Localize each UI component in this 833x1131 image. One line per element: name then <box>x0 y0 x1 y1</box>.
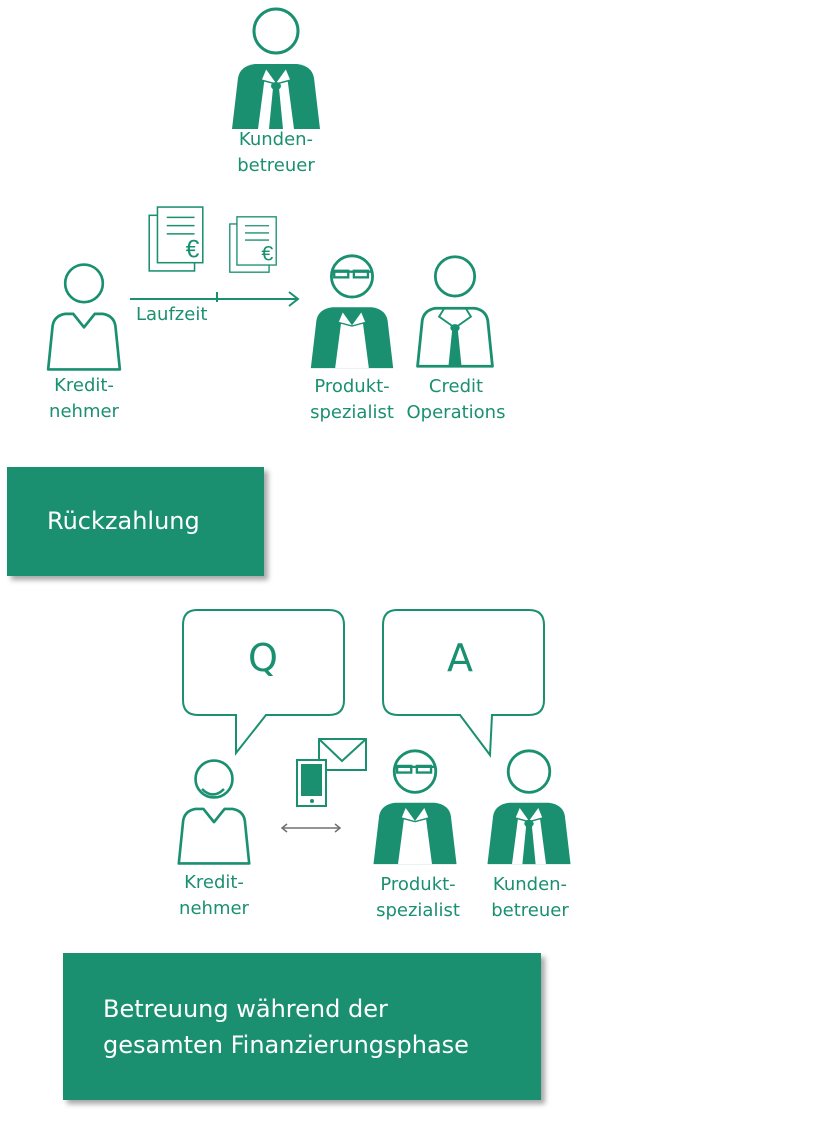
smile <box>201 788 225 796</box>
term-label: Laufzeit <box>136 304 208 325</box>
term-arrow <box>130 291 300 307</box>
borrower-label-top: Kredit- nehmer <box>49 375 119 422</box>
borrower-label-bottom: Kredit- nehmer <box>179 872 249 919</box>
advisor-label-top: Kunden- betreuer <box>237 129 315 176</box>
question-letter: Q <box>248 636 278 680</box>
borrower-figure-bottom <box>177 759 251 865</box>
product-specialist-label-bottom: Produkt- spezialist <box>376 874 460 921</box>
invoice-euro-icon <box>148 206 204 272</box>
question-bubble <box>182 609 345 756</box>
answer-bubble <box>382 609 545 758</box>
advisor-label-bottom: Kunden- betreuer <box>491 874 569 921</box>
product-specialist-label-top: Produkt- spezialist <box>310 376 394 423</box>
answer-letter: A <box>447 636 473 680</box>
double-arrow-icon <box>280 823 342 833</box>
credit-operations-figure <box>416 255 494 368</box>
invoice-euro-icon <box>229 216 277 273</box>
repayment-title-box: Rückzahlung <box>7 467 264 576</box>
smartphone-icon <box>296 759 327 807</box>
support-title-line2: gesamten Finanzierungsphase <box>103 1031 469 1059</box>
support-title-line1: Betreuung während der <box>103 995 388 1023</box>
repayment-title: Rückzahlung <box>47 507 200 535</box>
borrower-figure-top <box>46 263 122 371</box>
credit-operations-label: Credit Operations <box>406 376 506 423</box>
support-title-box: Betreuung während der gesamten Finanzier… <box>63 953 541 1100</box>
